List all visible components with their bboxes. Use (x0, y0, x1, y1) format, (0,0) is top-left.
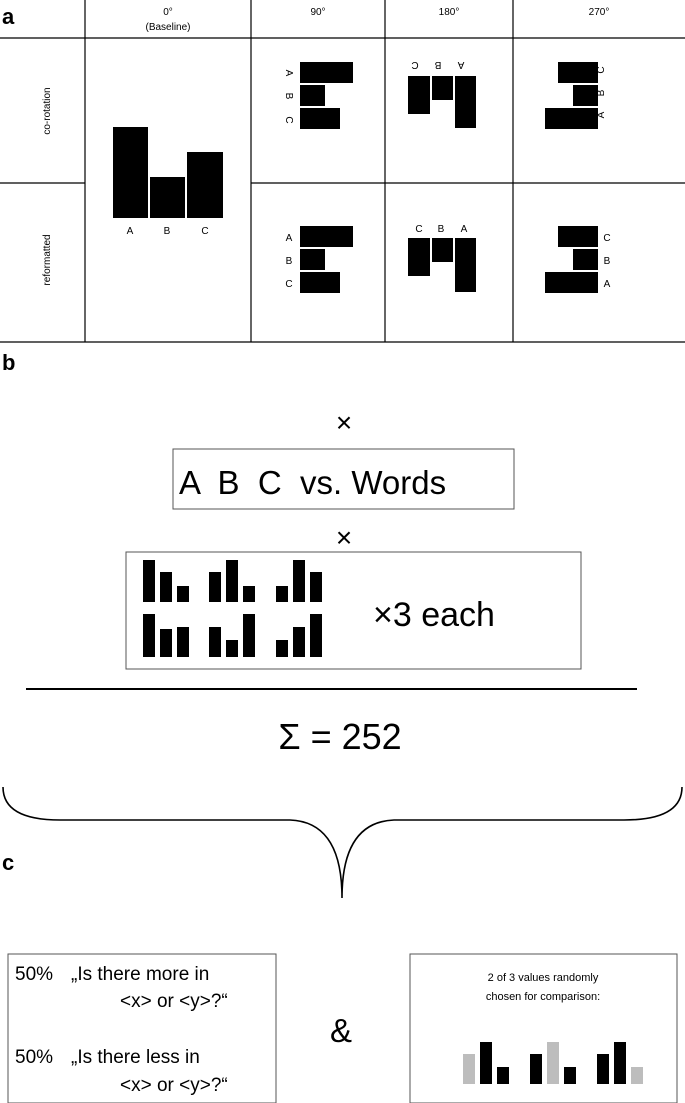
corot-180-bar-b (432, 76, 453, 100)
multiplier-text: ×3 each (373, 596, 495, 634)
corot-270-bars (545, 62, 598, 129)
times-symbol-1: × (336, 407, 352, 438)
baseline-bar-b (150, 177, 185, 218)
corot-270-label-c: C (596, 66, 607, 73)
reform-180-bar-c (408, 238, 430, 276)
corot-90-label-a: A (283, 70, 294, 77)
configuration-box (125, 551, 582, 670)
reform-90-label-b: B (286, 256, 293, 267)
baseline-bars (113, 127, 223, 218)
reform-180-bar-b (432, 238, 453, 262)
configuration-bar-sets (143, 560, 322, 657)
reform-270-bar-a (545, 272, 598, 293)
comparison-line1: 2 of 3 values randomly (488, 972, 599, 984)
sum-text: Σ = 252 (278, 716, 401, 757)
corot-90-bar-b (300, 85, 325, 106)
corot-90-bar-a (300, 62, 353, 83)
baseline-bar-c (187, 152, 223, 218)
q2-line1: „Is there less in (71, 1047, 200, 1068)
col-header-0: 0° (163, 7, 173, 18)
q1-percent: 50% (15, 964, 53, 985)
reform-270-label-c: C (603, 233, 610, 244)
corot-270-bar-a (545, 108, 598, 129)
corot-270-label-a: A (596, 111, 607, 118)
ampersand: & (330, 1012, 352, 1049)
corot-180-label-c: C (411, 59, 418, 70)
corot-180-label-b: B (434, 59, 441, 70)
row-label-co-rotation: co-rotation (42, 87, 53, 134)
q1-line1: „Is there more in (71, 964, 209, 985)
corot-90-bars (300, 62, 353, 129)
comparison-box (409, 953, 678, 1103)
corot-90-bar-c (300, 108, 340, 129)
reform-270-label-b: B (604, 256, 611, 267)
col-header-180: 180° (439, 7, 460, 18)
q2-line2: <x> or <y>?“ (120, 1075, 228, 1096)
reform-90-bar-b (300, 249, 325, 270)
baseline-label-a: A (127, 226, 134, 237)
corot-180-bar-a (455, 76, 476, 128)
reform-180-bar-a (455, 238, 476, 292)
corot-90-label-b: B (283, 93, 294, 100)
table-grid (0, 0, 685, 343)
reform-270-bars (545, 226, 598, 293)
reform-180-label-c: C (415, 224, 422, 235)
reform-90-bar-a (300, 226, 353, 247)
reform-90-label-c: C (285, 279, 292, 290)
panel-label-a: a (2, 4, 15, 29)
stimulus-type-text: A B C vs. Words (179, 464, 446, 501)
corot-90-label-c: C (283, 116, 294, 123)
reform-180-bars (408, 238, 476, 292)
col-header-baseline-note: (Baseline) (145, 22, 190, 33)
corot-180-label-a: A (457, 59, 464, 70)
reform-270-bar-c (558, 226, 598, 247)
reform-180-label-b: B (438, 224, 445, 235)
baseline-label-c: C (201, 226, 208, 237)
corot-270-bar-c (558, 62, 598, 83)
curly-brace (2, 786, 683, 899)
comparison-line2: chosen for comparison: (486, 991, 600, 1003)
reform-90-bars (300, 226, 353, 293)
reform-270-bar-b (573, 249, 598, 270)
times-symbol-2: × (336, 522, 352, 553)
corot-180-bars (408, 76, 476, 128)
reform-180-label-a: A (461, 224, 468, 235)
question-box (7, 953, 277, 1103)
panel-label-b: b (2, 350, 15, 375)
reform-90-bar-c (300, 272, 340, 293)
baseline-bar-a (113, 127, 148, 218)
corot-180-bar-c (408, 76, 430, 114)
baseline-label-b: B (164, 226, 171, 237)
q2-percent: 50% (15, 1047, 53, 1068)
reform-270-label-a: A (604, 279, 611, 290)
col-header-90: 90° (310, 7, 325, 18)
corot-270-label-b: B (596, 89, 607, 96)
corot-270-bar-b (573, 85, 598, 106)
reform-90-label-a: A (286, 233, 293, 244)
comparison-bar-sets (463, 1042, 643, 1084)
col-header-270: 270° (589, 7, 610, 18)
q1-line2: <x> or <y>?“ (120, 991, 228, 1012)
row-label-reformatted: reformatted (42, 234, 53, 285)
panel-label-c: c (2, 850, 14, 875)
stimulus-type-box (172, 448, 515, 510)
